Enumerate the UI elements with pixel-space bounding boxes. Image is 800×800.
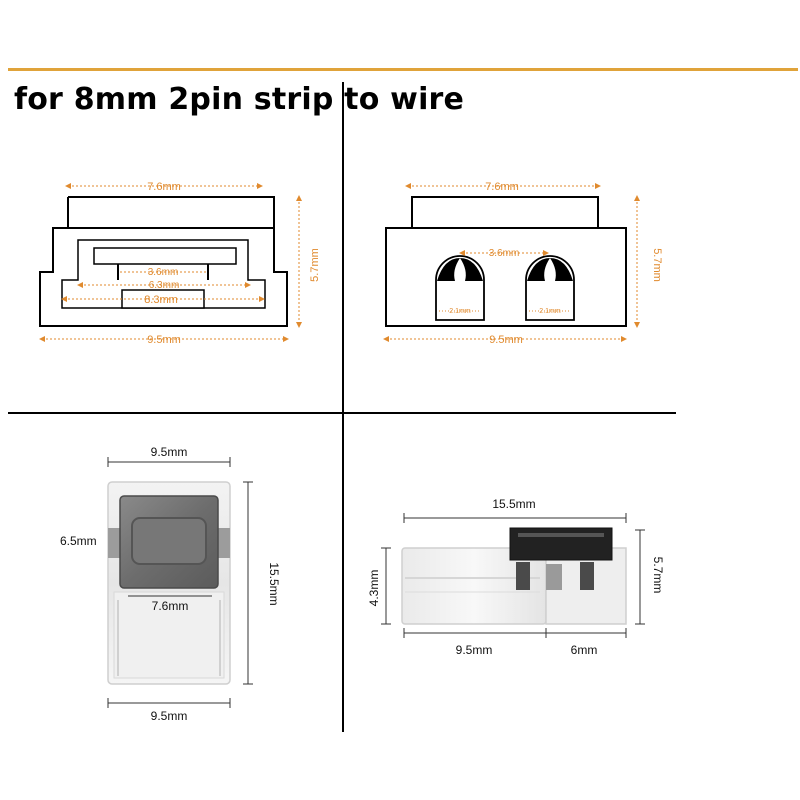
dim-bottom-width: 9.5mm (151, 709, 188, 723)
dim-height: 5.7mm (651, 248, 663, 282)
side-profile-cavity (61, 239, 266, 309)
side-profile-drawing: 7.6mm 3.6mm 6.3mm 8.3mm 9.5mm 5.7mm (39, 181, 321, 346)
side-profile-top-bar (93, 247, 237, 265)
dim-top-width: 7.6mm (147, 181, 181, 193)
dim-mid-width: 6.3mm (149, 280, 180, 291)
connector-top-view: 9.5mm 6.5mm 7.6mm 15.5mm 9.5mm (60, 445, 281, 723)
connector-side-view: 15.5mm 4.3mm 5.7mm 9.5mm 6mm (367, 497, 665, 657)
dim-total-length: 15.5mm (492, 497, 535, 511)
dim-bottom-inner-width: 8.3mm (144, 294, 178, 306)
dim-top-width: 9.5mm (151, 445, 188, 459)
dim-overall-width: 9.5mm (489, 334, 523, 346)
dim-right-length: 6mm (571, 643, 598, 657)
dim-right-height: 15.5mm (267, 562, 281, 605)
dim-left-height: 4.3mm (367, 570, 381, 607)
dim-right-height: 5.7mm (651, 557, 665, 594)
pin-left (435, 255, 485, 321)
front-view-body (385, 227, 627, 327)
side-profile-outline (39, 196, 288, 327)
dim-overall-width: 9.5mm (147, 334, 181, 346)
front-view-drawing: 7.6mm 3.6mm 2.1mm 2.1mm 9.5mm 5.7mm (383, 181, 663, 346)
dim-inner-width: 7.6mm (152, 599, 189, 613)
front-view-top-block (411, 196, 599, 229)
dim-height: 5.7mm (309, 248, 321, 282)
page-title: for 8mm 2pin strip to wire (14, 82, 465, 117)
dim-left-length: 9.5mm (456, 643, 493, 657)
black-cap (509, 527, 613, 561)
dim-pin-right-width: 2.1mm (539, 308, 561, 315)
dim-left-height: 6.5mm (60, 534, 97, 548)
header-rule (8, 68, 798, 71)
dim-pin-left-width: 2.1mm (449, 308, 471, 315)
dim-top-width: 7.6mm (485, 181, 519, 193)
vertical-divider (342, 82, 344, 732)
dim-pin-spacing: 3.6mm (489, 248, 520, 259)
pin-right (525, 255, 575, 321)
horizontal-divider (8, 412, 676, 414)
dim-inner-width: 3.6mm (148, 267, 179, 278)
